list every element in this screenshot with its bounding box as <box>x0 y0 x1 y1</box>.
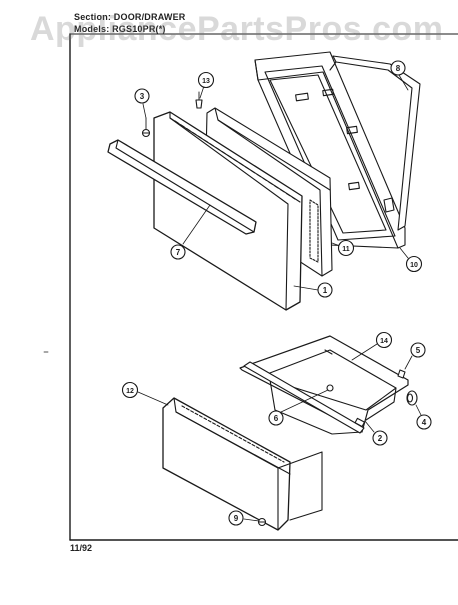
svg-text:12: 12 <box>126 388 134 395</box>
callout-1: 1 <box>317 282 333 298</box>
svg-text:6: 6 <box>274 414 279 423</box>
svg-text:4: 4 <box>422 418 427 427</box>
drawer-body <box>239 335 409 435</box>
callout-3: 3 <box>134 88 150 104</box>
callout-group: 1 2 3 4 5 6 7 8 <box>121 60 432 526</box>
door-screw <box>141 117 151 138</box>
sheet-frame <box>43 33 458 541</box>
callout-4: 4 <box>416 414 432 430</box>
callout-9: 9 <box>228 510 244 526</box>
drawer-front-screw <box>257 517 267 527</box>
handle-screw <box>195 91 203 109</box>
svg-text:14: 14 <box>380 338 388 345</box>
callout-2: 2 <box>372 430 388 446</box>
door-handle <box>107 139 257 235</box>
drawer-glide-rail <box>243 361 366 434</box>
svg-text:9: 9 <box>234 514 239 523</box>
svg-text:5: 5 <box>416 346 421 355</box>
drawer-roller <box>406 390 418 406</box>
svg-text:2: 2 <box>378 434 383 443</box>
svg-text:13: 13 <box>202 78 210 85</box>
callout-13: 13 <box>197 71 215 89</box>
models-line: Models: RGS10PR(*) <box>74 24 166 34</box>
drawer-screw <box>397 369 406 379</box>
svg-text:1: 1 <box>323 286 328 295</box>
svg-text:3: 3 <box>140 92 145 101</box>
leader-lines <box>137 74 422 522</box>
svg-text:8: 8 <box>396 64 401 73</box>
callout-14: 14 <box>375 331 393 349</box>
callout-11: 11 <box>337 239 355 257</box>
revision-date: 11/92 <box>70 543 93 553</box>
svg-text:11: 11 <box>342 246 350 253</box>
svg-text:10: 10 <box>410 262 418 269</box>
svg-text:7: 7 <box>176 248 181 257</box>
section-title: Section: DOOR/DRAWER <box>74 12 186 22</box>
callout-7: 7 <box>170 244 186 260</box>
callout-12: 12 <box>121 381 139 399</box>
callout-5: 5 <box>410 342 426 358</box>
callout-6: 6 <box>268 410 284 426</box>
callout-8: 8 <box>390 60 406 76</box>
callout-10: 10 <box>405 255 423 273</box>
drawer-side-panel <box>277 451 323 521</box>
